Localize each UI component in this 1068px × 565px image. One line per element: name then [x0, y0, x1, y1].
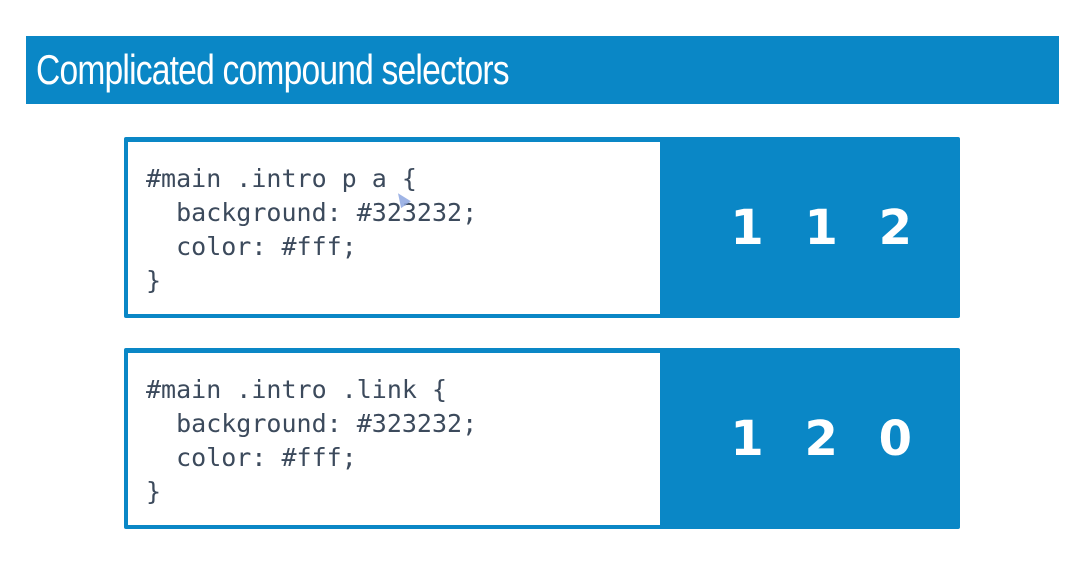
code-line: }: [146, 266, 162, 295]
slide-title: Complicated compound selectors: [36, 46, 510, 93]
code-block-1: #main .intro p a { background: #323232; …: [146, 162, 477, 298]
code-line: background: #323232;: [146, 409, 478, 438]
code-line: #main .intro p a {: [146, 164, 417, 193]
selector-card-1: #main .intro p a { background: #323232; …: [124, 137, 960, 318]
code-line: background: #323232;: [146, 198, 478, 227]
code-panel-1: #main .intro p a { background: #323232; …: [128, 142, 660, 314]
slide-title-bar: Complicated compound selectors: [26, 36, 1059, 104]
code-line: }: [146, 477, 162, 506]
code-line: color: #fff;: [146, 443, 357, 472]
specificity-score-1: 1 1 2: [730, 199, 924, 256]
selector-card-2: #main .intro .link { background: #323232…: [124, 348, 960, 529]
code-line: color: #fff;: [146, 232, 357, 261]
code-panel-2: #main .intro .link { background: #323232…: [128, 353, 660, 525]
code-block-2: #main .intro .link { background: #323232…: [146, 373, 477, 509]
code-line: #main .intro .link {: [146, 375, 448, 404]
specificity-score-2: 1 2 0: [730, 410, 924, 467]
